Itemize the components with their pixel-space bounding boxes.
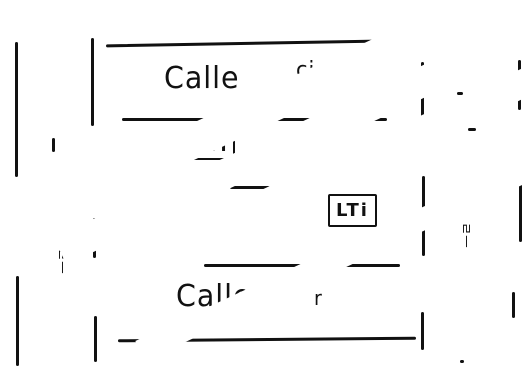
left-inner-rail-top: [91, 38, 94, 126]
relationship-label-bottom: LTi: [328, 194, 377, 227]
far-left-rail-top: [15, 42, 18, 177]
stray-mark-left-mid: [52, 138, 55, 152]
stray-mark-right-top: [457, 92, 463, 95]
left-inner-rail-bottom: [94, 316, 97, 362]
far-right-rail-bottom: [512, 292, 515, 318]
stray-mark-bottom-right: [460, 360, 464, 363]
bottom-entity-word-tail: r: [314, 288, 323, 308]
right-side-mark: ㄹㅡ: [458, 222, 472, 248]
right-inner-rail-bottom: [421, 312, 424, 350]
top-box-top-edge: [106, 40, 378, 48]
erase-stroke-2: [54, 18, 524, 265]
stray-mark-right-upper: [468, 128, 476, 131]
far-left-rail-bottom: [16, 276, 19, 366]
top-entity-word: Calle: [164, 64, 239, 94]
far-right-rail-mid: [519, 180, 522, 242]
